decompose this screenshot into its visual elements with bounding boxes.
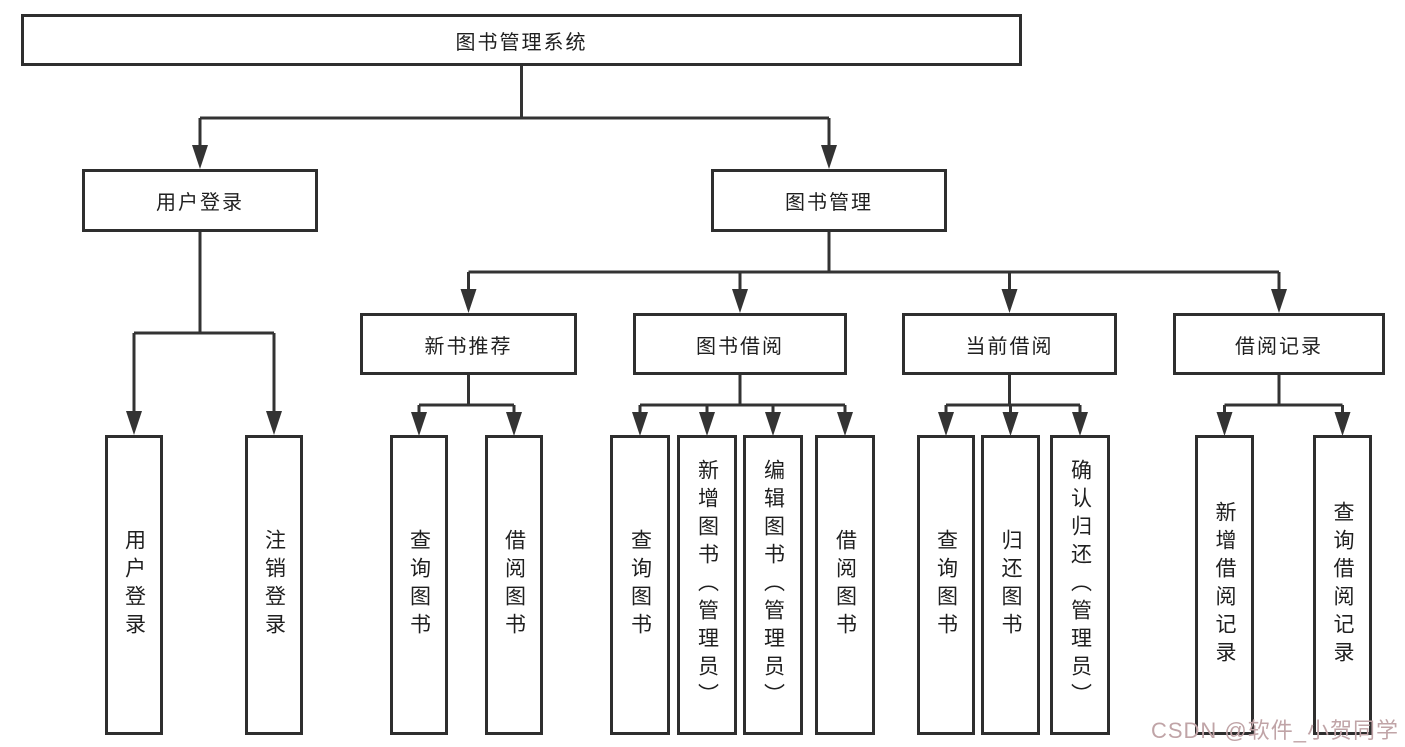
node-library-system: 图书管理系统 xyxy=(21,14,1022,66)
node-book-borrowing: 图书借阅 xyxy=(633,313,847,375)
leaf-label: 用户登录 xyxy=(122,529,146,641)
leaf-label: 查询借阅记录 xyxy=(1331,501,1354,669)
node-book-management: 图书管理 xyxy=(711,169,947,232)
leaf-logout: 注销登录 xyxy=(245,435,303,735)
node-current-borrowing: 当前借阅 xyxy=(902,313,1117,375)
leaf-query-books: 查询图书 xyxy=(390,435,448,735)
leaf-label: 查询图书 xyxy=(934,529,958,641)
leaf-return-books: 归还图书 xyxy=(981,435,1040,735)
leaf-add-borrow-record: 新增借阅记录 xyxy=(1195,435,1254,735)
leaf-label: 新增图书（管理员） xyxy=(695,459,719,711)
leaf-user-login: 用户登录 xyxy=(105,435,163,735)
leaf-query-books: 查询图书 xyxy=(917,435,975,735)
leaf-label: 借阅图书 xyxy=(502,529,526,641)
leaf-label: 借阅图书 xyxy=(833,529,857,641)
leaf-label: 注销登录 xyxy=(262,529,286,641)
leaf-confirm-return-admin: 确认归还（管理员） xyxy=(1050,435,1110,735)
leaf-edit-books-admin: 编辑图书（管理员） xyxy=(743,435,803,735)
node-borrowing-records: 借阅记录 xyxy=(1173,313,1385,375)
leaf-add-books-admin: 新增图书（管理员） xyxy=(677,435,737,735)
leaf-label: 查询图书 xyxy=(628,529,652,641)
node-user-login: 用户登录 xyxy=(82,169,318,232)
node-new-book-recommend: 新书推荐 xyxy=(360,313,577,375)
leaf-label: 新增借阅记录 xyxy=(1213,501,1236,669)
leaf-query-books: 查询图书 xyxy=(610,435,670,735)
leaf-label: 编辑图书（管理员） xyxy=(761,459,785,711)
leaf-borrow-books: 借阅图书 xyxy=(485,435,543,735)
leaf-query-borrow-record: 查询借阅记录 xyxy=(1313,435,1372,735)
csdn-watermark: CSDN @软件_小贺同学 xyxy=(1150,718,1399,743)
leaf-borrow-books: 借阅图书 xyxy=(815,435,875,735)
leaf-label: 归还图书 xyxy=(999,529,1022,641)
leaf-label: 确认归还（管理员） xyxy=(1068,459,1092,711)
leaf-label: 查询图书 xyxy=(407,529,431,641)
